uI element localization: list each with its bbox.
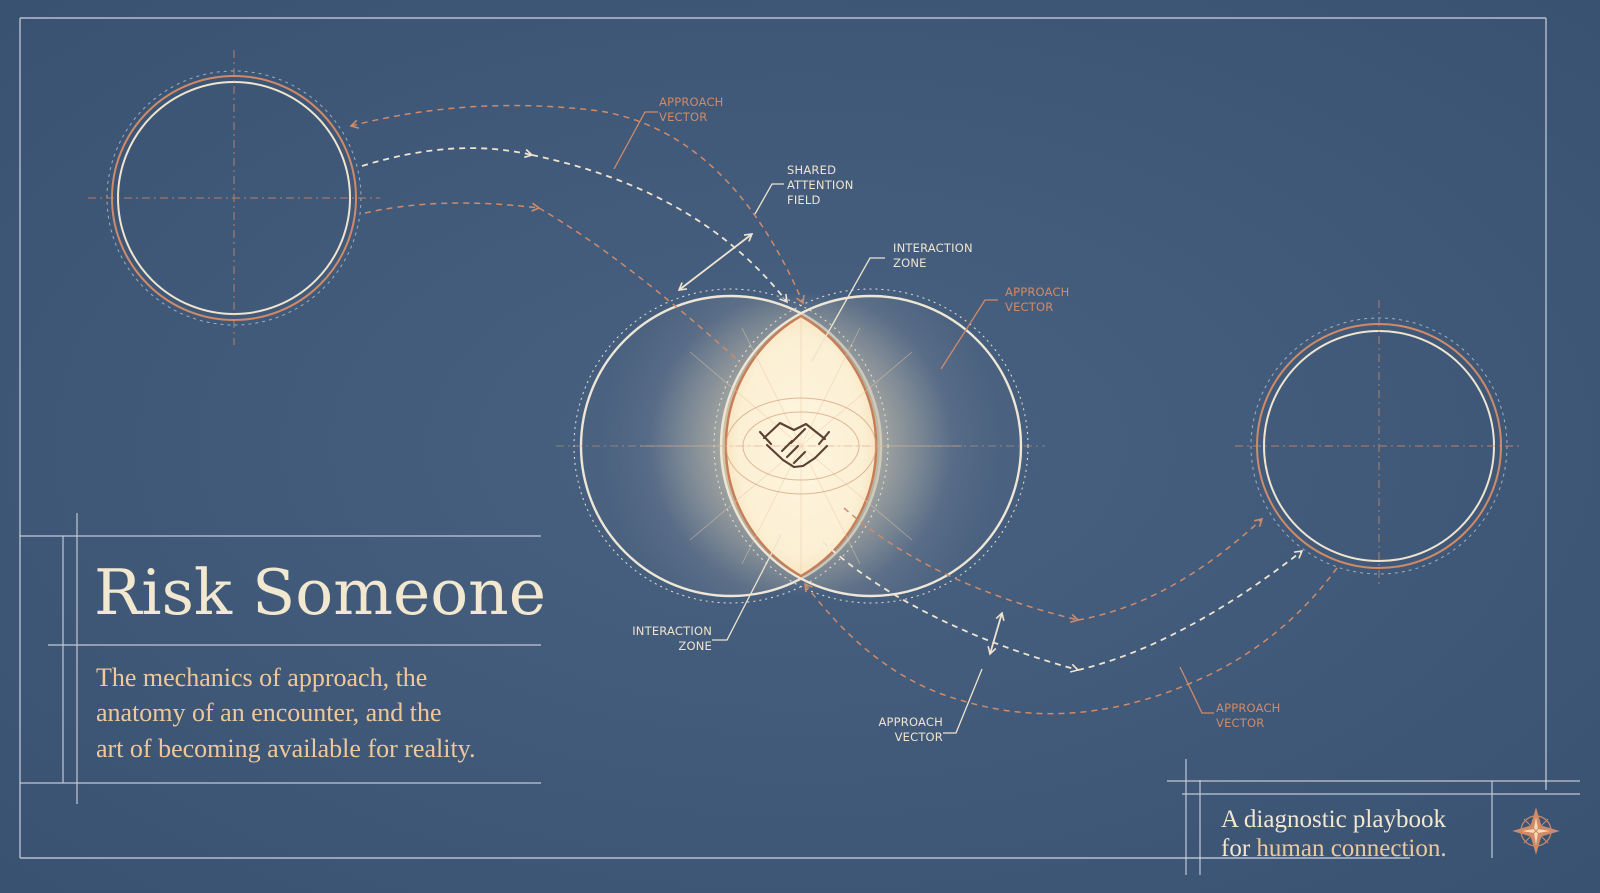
- bottom-right-circle: [1235, 300, 1522, 586]
- page-title: Risk Someone: [94, 556, 546, 629]
- svg-text:VECTOR: VECTOR: [1005, 300, 1053, 314]
- shared-field-double-arrow-bottom: [987, 611, 1005, 656]
- bottom-orange-dashed-arrow: [804, 507, 1338, 715]
- label-approach-vector-right: APPROACH VECTOR: [1005, 285, 1070, 314]
- svg-text:VECTOR: VECTOR: [659, 110, 707, 124]
- svg-text:APPROACH: APPROACH: [659, 95, 724, 109]
- svg-text:VECTOR: VECTOR: [1216, 716, 1264, 730]
- outer-frame: [19, 17, 1547, 859]
- compass-star-icon: [1512, 807, 1560, 855]
- svg-text:ZONE: ZONE: [893, 256, 927, 270]
- label-interaction-zone-top: INTERACTION ZONE: [893, 241, 973, 270]
- svg-text:SHARED: SHARED: [787, 163, 836, 177]
- svg-text:The mechanics of approach, the: The mechanics of approach, the: [96, 663, 427, 692]
- svg-text:INTERACTION: INTERACTION: [893, 241, 973, 255]
- tagline-line-2: for human connection.: [1221, 835, 1447, 862]
- svg-text:ZONE: ZONE: [678, 639, 712, 653]
- svg-text:FIELD: FIELD: [787, 193, 821, 207]
- handshake-icon: [758, 421, 831, 469]
- svg-text:ATTENTION: ATTENTION: [787, 178, 854, 192]
- svg-text:APPROACH: APPROACH: [878, 715, 943, 729]
- label-shared-attention-field: SHARED ATTENTION FIELD: [787, 163, 854, 207]
- svg-text:APPROACH: APPROACH: [1005, 285, 1070, 299]
- central-venn-system: [556, 288, 1045, 604]
- title-panel: [20, 513, 541, 804]
- tagline-line-1: A diagnostic playbook: [1221, 806, 1446, 833]
- label-interaction-zone-bottom: INTERACTION ZONE: [632, 624, 712, 653]
- subtitle: The mechanics of approach, the anatomy o…: [96, 663, 475, 763]
- svg-text:VECTOR: VECTOR: [895, 730, 943, 744]
- svg-text:art of becoming available for: art of becoming available for reality.: [96, 734, 475, 763]
- top-orange-dashed-arrow: [349, 104, 805, 365]
- leader-lines: [613, 111, 1214, 734]
- lens-detail-rings: [556, 397, 1045, 495]
- svg-text:APPROACH: APPROACH: [1216, 701, 1281, 715]
- label-approach-vector-bottom-right: APPROACH VECTOR: [1216, 701, 1281, 730]
- bottom-light-dashed-arrow: [822, 541, 1304, 673]
- label-approach-vector-top: APPROACH VECTOR: [659, 95, 724, 124]
- label-approach-vector-bottom: APPROACH VECTOR: [878, 715, 943, 744]
- shared-field-double-arrow-top: [677, 233, 754, 291]
- svg-text:INTERACTION: INTERACTION: [632, 624, 712, 638]
- bottom-right-panel: [1167, 759, 1580, 875]
- svg-text:anatomy of an encounter, and t: anatomy of an encounter, and the: [96, 698, 442, 727]
